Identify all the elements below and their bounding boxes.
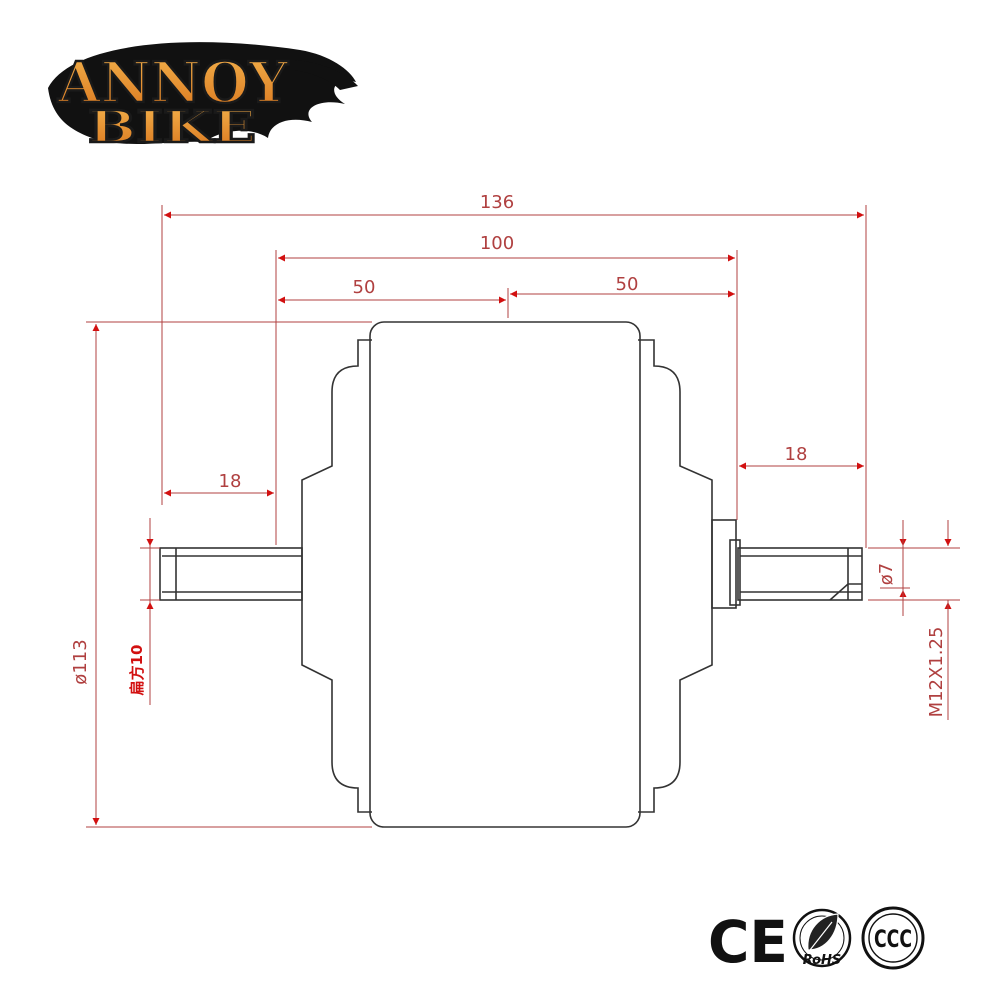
dim-half-left: 50 — [353, 277, 376, 298]
left-shaft — [159, 547, 303, 601]
certification-marks: CE RoHS CCC — [708, 906, 925, 976]
leaf-icon — [807, 913, 839, 951]
dim-flat-left: 扁方10 — [128, 645, 146, 696]
dim-shaft-left: 18 — [219, 471, 242, 492]
motor-outline — [159, 321, 863, 828]
right-shaft-collar — [729, 539, 741, 606]
ce-mark: CE — [708, 908, 788, 976]
right-hub-cap — [711, 519, 737, 609]
logo-line1: ANNOY — [57, 50, 289, 116]
dimension-lines — [92, 211, 952, 825]
logo-brush-tail — [295, 60, 358, 90]
right-shaft — [737, 547, 863, 601]
dim-overall-length: 136 — [480, 192, 514, 213]
ccc-label: CCC — [874, 925, 912, 953]
rohs-label: RoHS — [803, 953, 842, 968]
dimension-labels: 136 100 50 50 18 18 ø113 扁方10 ø7 M12X1.2… — [70, 192, 947, 717]
rohs-mark: RoHS — [792, 908, 852, 968]
left-flange — [301, 339, 372, 813]
logo-line2: BIKE — [88, 102, 256, 153]
logo-brush-stroke — [48, 42, 356, 145]
annoy-bike-logo: ANNOY BIKE — [48, 42, 358, 154]
dim-half-right: 50 — [616, 274, 639, 295]
dim-shaft-right: 18 — [785, 444, 808, 465]
dim-shaft-diameter: ø7 — [876, 563, 897, 585]
right-flange — [638, 339, 713, 813]
hub-body — [369, 321, 641, 828]
dim-body-diameter: ø113 — [70, 639, 91, 684]
ccc-mark: CCC — [861, 906, 925, 970]
dim-thread: M12X1.25 — [926, 627, 947, 718]
dim-body-length: 100 — [480, 233, 514, 254]
extension-lines — [86, 205, 960, 828]
